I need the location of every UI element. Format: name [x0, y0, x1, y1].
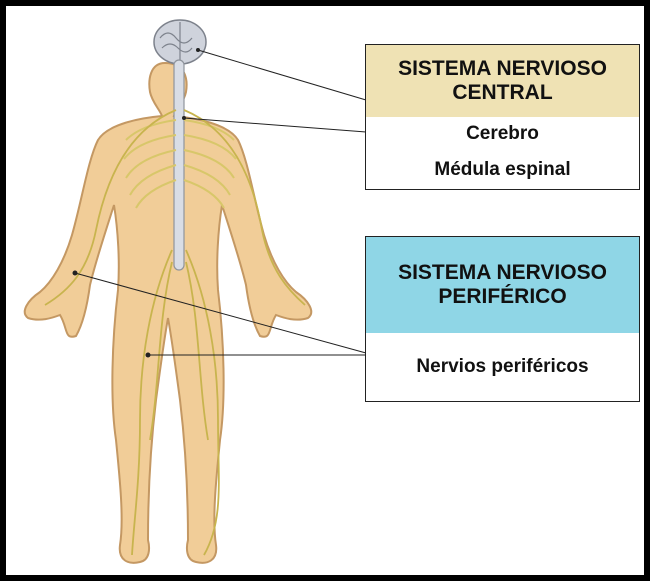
- pns-title-box: SISTEMA NERVIOSO PERIFÉRICO: [365, 236, 640, 334]
- cns-item-label: Cerebro: [466, 123, 539, 145]
- cns-title-box: SISTEMA NERVIOSO CENTRAL: [365, 44, 640, 118]
- pns-title: SISTEMA NERVIOSO PERIFÉRICO: [366, 261, 639, 309]
- cns-item-label: Médula espinal: [434, 159, 570, 181]
- cns-item-cerebro: Cerebro: [365, 117, 640, 151]
- pns-item-nervios: Nervios periféricos: [365, 333, 640, 402]
- pns-item-label: Nervios periféricos: [416, 356, 588, 378]
- human-body-figure: [25, 63, 311, 563]
- cns-item-medula: Médula espinal: [365, 150, 640, 190]
- cns-title: SISTEMA NERVIOSO CENTRAL: [366, 57, 639, 105]
